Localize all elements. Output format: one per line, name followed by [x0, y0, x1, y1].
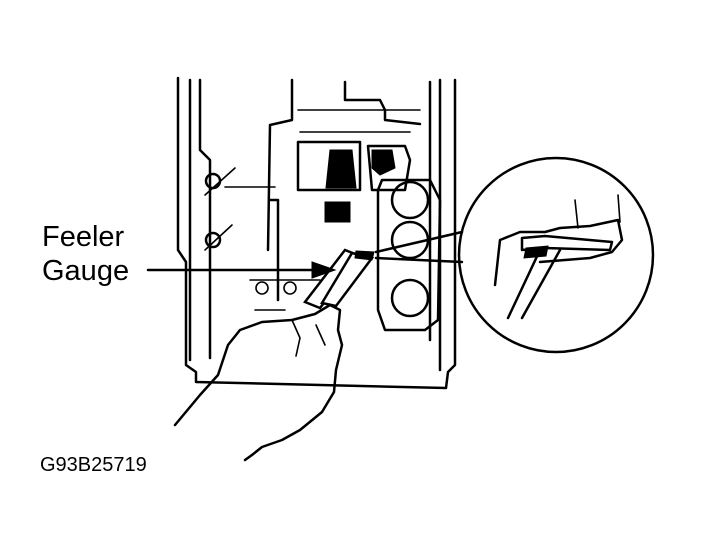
feeler-gauge-tool	[303, 248, 375, 310]
detail-magnifier	[374, 156, 655, 354]
callout-label-line1: Feeler	[42, 221, 125, 253]
callout-label-line2: Gauge	[42, 255, 129, 287]
hand	[173, 303, 344, 462]
callout-arrow	[146, 261, 337, 279]
figure-code: G93B25719	[40, 454, 147, 476]
engine-block	[176, 76, 457, 390]
